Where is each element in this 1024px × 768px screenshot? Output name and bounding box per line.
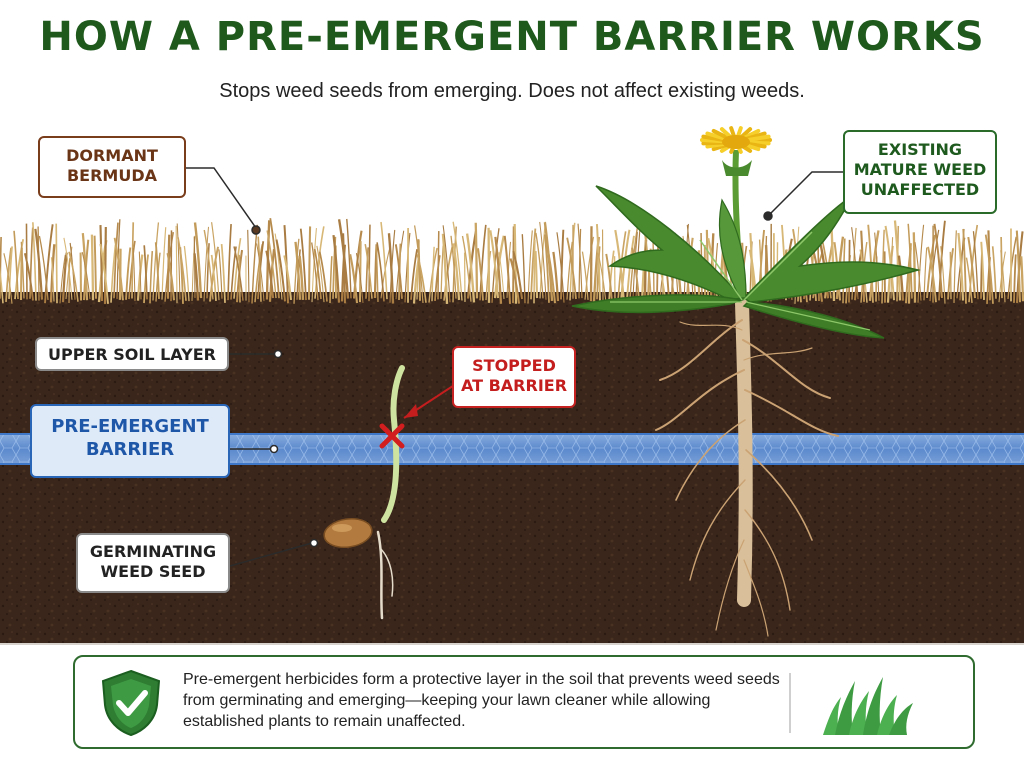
page-subtitle: Stops weed seeds from emerging. Does not…: [219, 80, 805, 102]
germinating-seedling: [376, 365, 405, 620]
page-title: HOW A PRE-EMERGENT BARRIER WORKS: [39, 14, 985, 60]
dandelion-roots: [655, 295, 839, 637]
dandelion-plant: [571, 149, 921, 339]
seed-label: GERMINATING WEED SEED: [76, 533, 230, 593]
grass-icon: [823, 677, 913, 735]
info-footer: Pre-emergent herbicides form a protectiv…: [73, 655, 975, 749]
leader-dots: [251, 211, 773, 548]
dormant-grass-layer: [0, 218, 1024, 304]
shield-check-icon: [101, 669, 161, 737]
footer-divider: [789, 673, 791, 733]
existing-weed-label: EXISTING MATURE WEED UNAFFECTED: [843, 130, 997, 214]
barrier-label: PRE-EMERGENT BARRIER: [30, 404, 230, 478]
stopped-label: STOPPED AT BARRIER: [452, 346, 576, 408]
dandelion-flower-icon: [700, 126, 772, 154]
leader-lines: [186, 167, 843, 567]
upper-soil-label: UPPER SOIL LAYER: [35, 337, 229, 371]
footer-description: Pre-emergent herbicides form a protectiv…: [183, 671, 780, 730]
dormant-bermuda-label: DORMANT BERMUDA: [38, 136, 186, 198]
stop-x-icon: [379, 423, 405, 449]
